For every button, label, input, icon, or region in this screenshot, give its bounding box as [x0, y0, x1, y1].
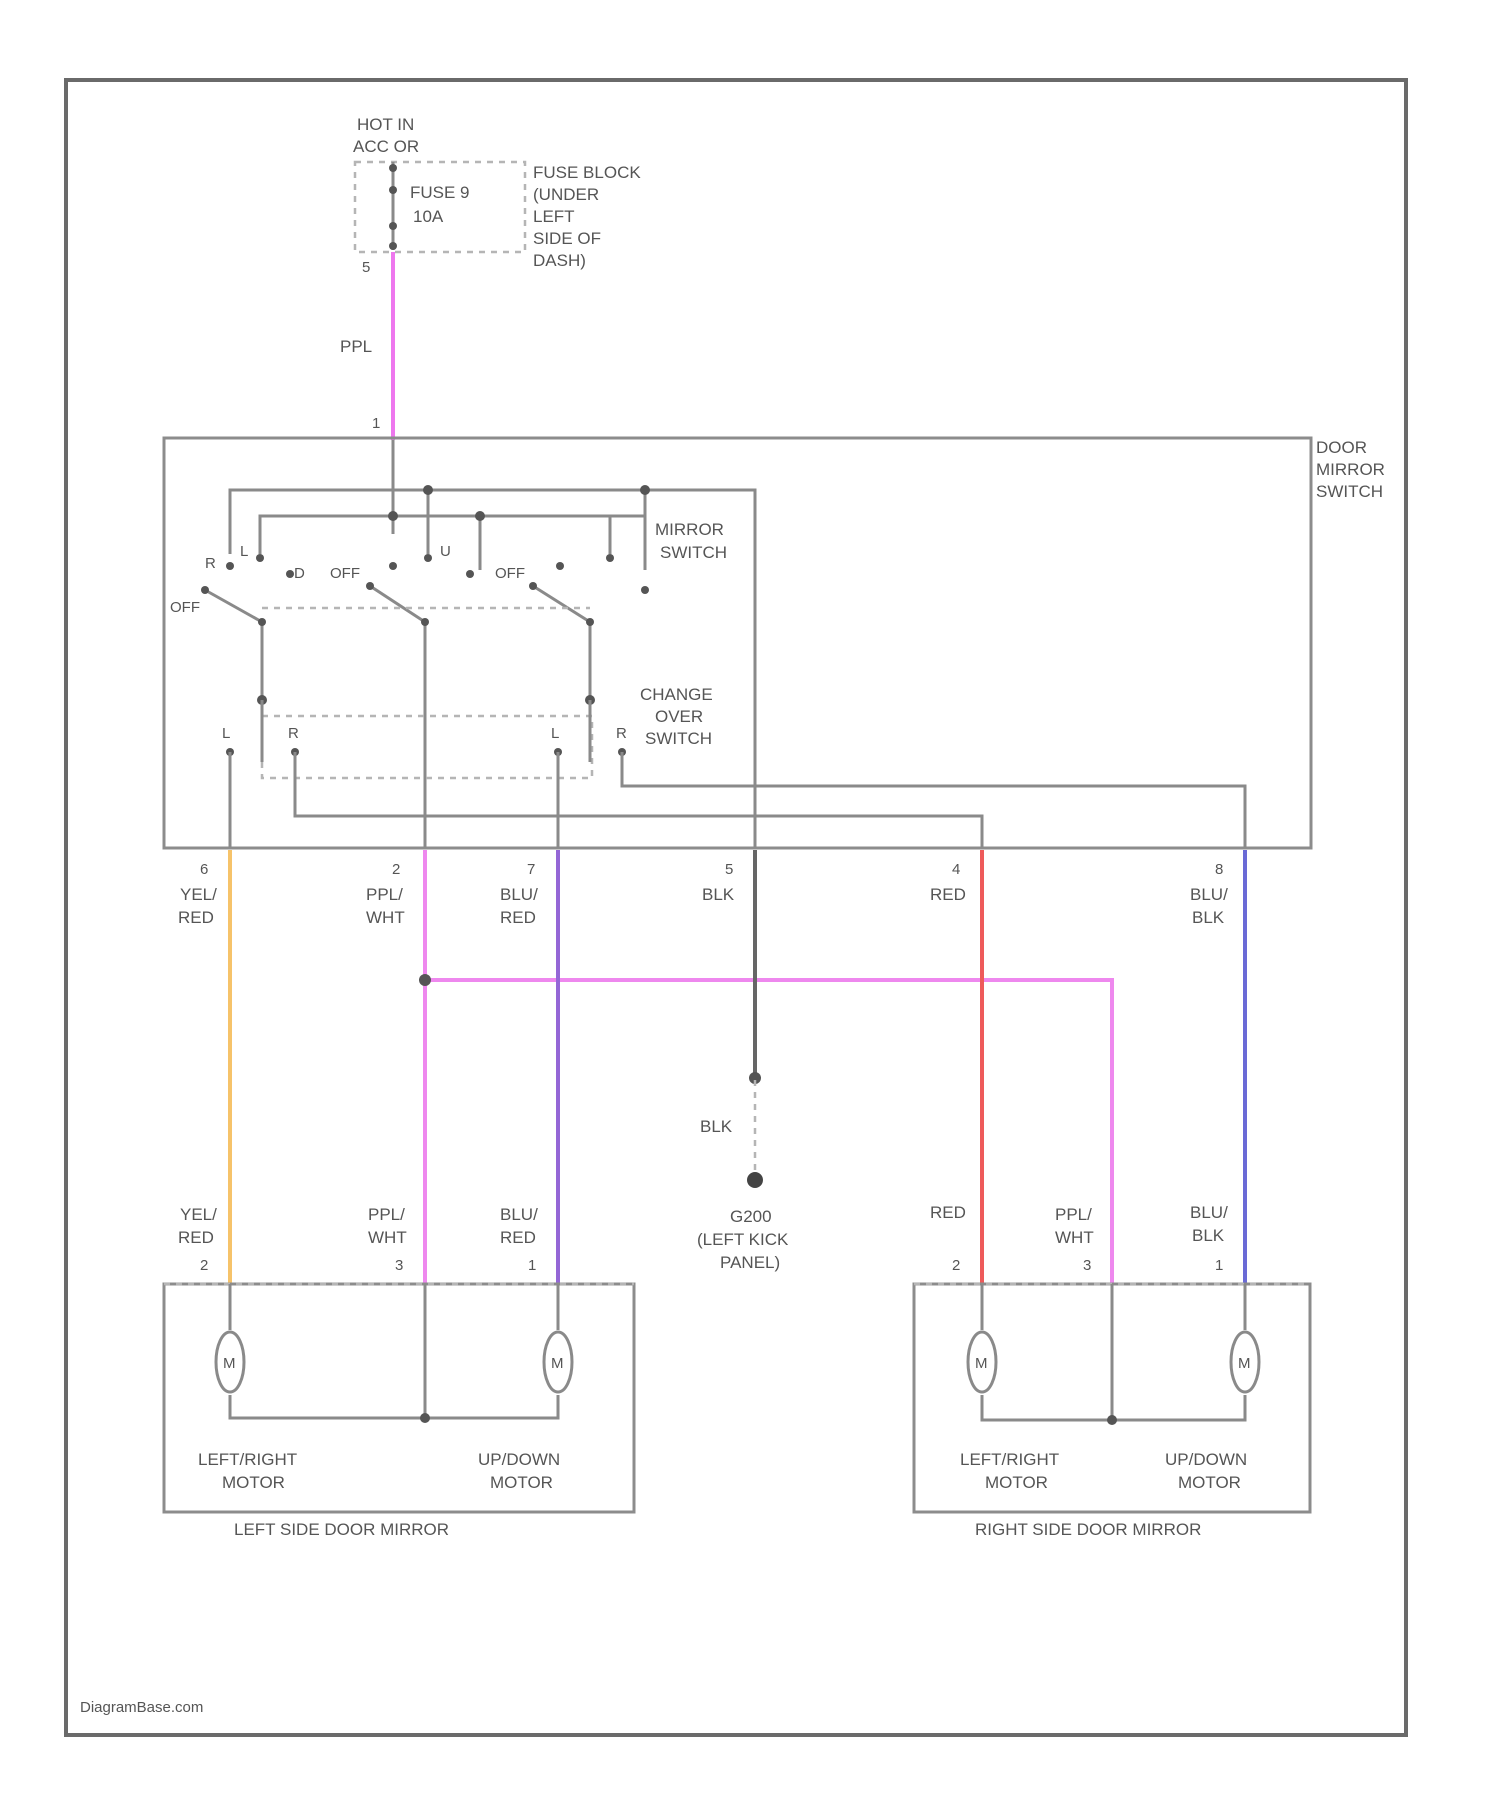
- right-wire2-label-2: WHT: [1055, 1228, 1094, 1247]
- right-wire3-label-1: BLU/: [1190, 1203, 1228, 1222]
- wire-label-blk: BLK: [702, 885, 735, 904]
- right-lr-motor-label-2: MOTOR: [985, 1473, 1048, 1492]
- right-ud-motor-label-1: UP/DOWN: [1165, 1450, 1247, 1469]
- right-lr-motor-symbol: M: [975, 1355, 988, 1372]
- cos-pos-r-2: R: [616, 725, 627, 742]
- left-wire1-label-1: YEL/: [180, 1205, 217, 1224]
- wire-label-ppl-1: PPL/: [366, 885, 403, 904]
- right-ud-motor-label-2: MOTOR: [1178, 1473, 1241, 1492]
- left-lr-motor-label-2: MOTOR: [222, 1473, 285, 1492]
- fuse-name: FUSE 9: [410, 183, 470, 202]
- left-wire3-label-2: RED: [500, 1228, 536, 1247]
- mirror-switch-pos-d: D: [294, 565, 305, 582]
- mirror-switch-label-1: MIRROR: [655, 520, 724, 539]
- door-mirror-switch-label-3: SWITCH: [1316, 482, 1383, 501]
- wire-label-red: RED: [930, 885, 966, 904]
- mirror-switch-contacts: [201, 554, 649, 848]
- fuse-block-label-5: DASH): [533, 251, 586, 270]
- right-lr-motor-label-1: LEFT/RIGHT: [960, 1450, 1059, 1469]
- wire-label-ppl-2: WHT: [366, 908, 405, 927]
- ground-label-2: (LEFT KICK: [697, 1230, 789, 1249]
- right-mirror-title: RIGHT SIDE DOOR MIRROR: [975, 1520, 1201, 1539]
- door-mirror-switch-label-2: MIRROR: [1316, 460, 1385, 479]
- switch-pin-6: 6: [200, 861, 208, 878]
- ground-label-1: G200: [730, 1207, 772, 1226]
- left-ud-motor-label-2: MOTOR: [490, 1473, 553, 1492]
- splice: [419, 974, 431, 986]
- left-mirror-title: LEFT SIDE DOOR MIRROR: [234, 1520, 449, 1539]
- switch-pin-4: 4: [952, 861, 960, 878]
- right-pin-3: 3: [1083, 1257, 1091, 1274]
- cos-pos-r-1: R: [288, 725, 299, 742]
- mirror-switch-pos-r: R: [205, 555, 216, 572]
- fuse-block-label-3: LEFT: [533, 207, 575, 226]
- right-pin-2: 2: [952, 1257, 960, 1274]
- left-ud-motor-symbol: M: [551, 1355, 564, 1372]
- mirror-switch-label-2: SWITCH: [660, 543, 727, 562]
- mirror-switch-pos-off-3: OFF: [495, 565, 525, 582]
- left-pin-2: 2: [200, 1257, 208, 1274]
- ground-wire-label: BLK: [700, 1117, 733, 1136]
- left-lr-motor-label-1: LEFT/RIGHT: [198, 1450, 297, 1469]
- change-over-switch-outline: [262, 716, 592, 778]
- switch-pin-2: 2: [392, 861, 400, 878]
- change-over-switch-label-3: SWITCH: [645, 729, 712, 748]
- switch-pin-5: 5: [725, 861, 733, 878]
- feed-wire-label: PPL: [340, 337, 372, 356]
- left-pin-3: 3: [395, 1257, 403, 1274]
- wire-label-blublk-1: BLU/: [1190, 885, 1228, 904]
- fuse-rating: 10A: [413, 207, 444, 226]
- fuse-block-label-4: SIDE OF: [533, 229, 601, 248]
- ground-point: [747, 1172, 763, 1188]
- left-wire2-label-2: WHT: [368, 1228, 407, 1247]
- cos-pos-l-1: L: [222, 725, 230, 742]
- left-wire3-label-1: BLU/: [500, 1205, 538, 1224]
- right-wire2-label-1: PPL/: [1055, 1205, 1092, 1224]
- power-pin: 5: [362, 259, 370, 276]
- door-mirror-switch-label-1: DOOR: [1316, 438, 1367, 457]
- wire-label-yel-1: YEL/: [180, 885, 217, 904]
- right-wire3-label-2: BLK: [1192, 1226, 1225, 1245]
- wire-label-blured-2: RED: [500, 908, 536, 927]
- left-side-door-mirror: YEL/ RED PPL/ WHT BLU/ RED 2 3 1 M M LEF…: [164, 1205, 634, 1539]
- switch-pin-8: 8: [1215, 861, 1223, 878]
- fuse-block-label-1: FUSE BLOCK: [533, 163, 641, 182]
- change-over-switch-label-2: OVER: [655, 707, 703, 726]
- power-label-1: HOT IN: [357, 115, 414, 134]
- wire-label-yel-2: RED: [178, 908, 214, 927]
- watermark: DiagramBase.com: [80, 1699, 203, 1716]
- right-ud-motor-symbol: M: [1238, 1355, 1251, 1372]
- right-wire1-label-1: RED: [930, 1203, 966, 1222]
- left-wire1-label-2: RED: [178, 1228, 214, 1247]
- power-label-2: ACC OR: [353, 137, 419, 156]
- mirror-switch-pos-off-1: OFF: [170, 599, 200, 616]
- ground-label-3: PANEL): [720, 1253, 780, 1272]
- feed-pin: 1: [372, 415, 380, 432]
- left-wire2-label-1: PPL/: [368, 1205, 405, 1224]
- switch-pin-7: 7: [527, 861, 535, 878]
- left-ud-motor-label-1: UP/DOWN: [478, 1450, 560, 1469]
- mirror-switch-pos-u: U: [440, 543, 451, 560]
- change-over-switch-label-1: CHANGE: [640, 685, 713, 704]
- wire-label-blublk-2: BLK: [1192, 908, 1225, 927]
- mirror-switch-pos-l: L: [240, 543, 248, 560]
- fuse-block-label-2: (UNDER: [533, 185, 599, 204]
- cos-pos-l-2: L: [551, 725, 559, 742]
- left-pin-1: 1: [528, 1257, 536, 1274]
- right-pin-1: 1: [1215, 1257, 1223, 1274]
- mirror-switch-pos-off-2: OFF: [330, 565, 360, 582]
- left-lr-motor-symbol: M: [223, 1355, 236, 1372]
- wire-label-blured-1: BLU/: [500, 885, 538, 904]
